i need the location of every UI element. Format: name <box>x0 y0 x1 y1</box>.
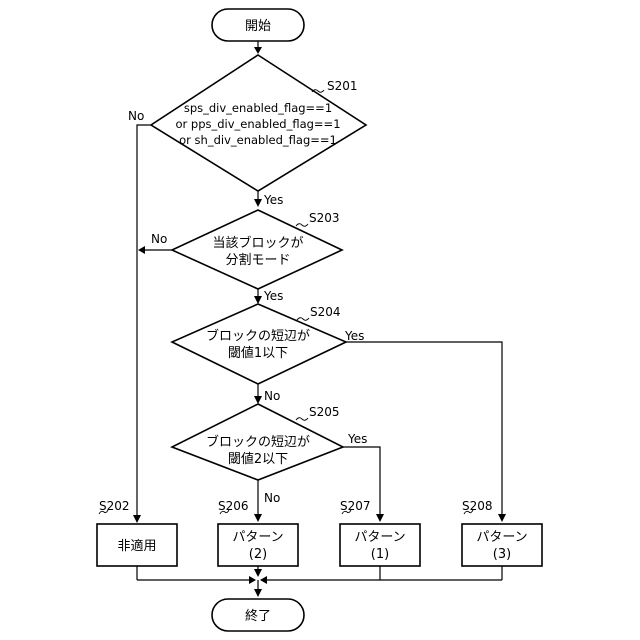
s205-line-1: ブロックの短辺が <box>206 434 310 450</box>
s203-no-label: No <box>151 232 167 246</box>
end-terminal: 終了 <box>212 599 304 631</box>
s202-text: 非適用 <box>117 538 156 554</box>
s208-line-1: パターン <box>476 530 527 545</box>
s207-step-label: S207 <box>340 499 371 513</box>
s204-leader <box>297 318 309 321</box>
s203-yes-label: Yes <box>263 289 283 303</box>
s202-step-label: S202 <box>99 499 130 513</box>
s201-line-2: or pps_div_enabled_flag==1 <box>175 117 340 131</box>
process-s206: パターン (2) <box>218 524 298 566</box>
start-terminal: 開始 <box>212 9 304 41</box>
s204-line-1: ブロックの短辺が <box>206 328 310 344</box>
start-label: 開始 <box>245 19 271 34</box>
process-s202: 非適用 <box>97 524 177 566</box>
s204-step-label: S204 <box>310 305 341 319</box>
s207-line-2: (1) <box>371 547 389 562</box>
s203-step-label: S203 <box>309 211 340 225</box>
s208-line-2: (3) <box>493 547 511 562</box>
s205-line-2: 閾値2以下 <box>228 451 288 467</box>
s201-step-label: S201 <box>327 79 358 93</box>
s205-leader <box>296 418 308 421</box>
process-s208: パターン (3) <box>462 524 542 566</box>
s205-step-label: S205 <box>309 405 340 419</box>
s203-line-2: 分割モード <box>225 252 290 268</box>
s205-no-label: No <box>264 491 280 505</box>
s207-line-1: パターン <box>354 530 405 545</box>
s201-yes-label: Yes <box>263 193 283 207</box>
process-s207: パターン (1) <box>340 524 420 566</box>
s206-step-label: S206 <box>218 499 249 513</box>
s201-no-label: No <box>128 109 144 123</box>
end-label: 終了 <box>245 608 271 624</box>
s203-leader <box>296 224 308 227</box>
s204-yes-label: Yes <box>344 329 364 343</box>
s204-no-label: No <box>264 389 280 403</box>
s205-yes-label: Yes <box>347 432 367 446</box>
s201-line-3: or sh_div_enabled_flag==1 <box>179 133 337 147</box>
s206-line-1: パターン <box>232 530 283 545</box>
s208-step-label: S208 <box>462 499 493 513</box>
s204-line-2: 閾値1以下 <box>228 345 288 361</box>
s203-line-1: 当該ブロックが <box>212 235 303 251</box>
s201-line-1: sps_div_enabled_flag==1 <box>184 101 332 115</box>
decision-s201: sps_div_enabled_flag==1 or pps_div_enabl… <box>151 55 366 191</box>
s206-line-2: (2) <box>249 547 267 562</box>
